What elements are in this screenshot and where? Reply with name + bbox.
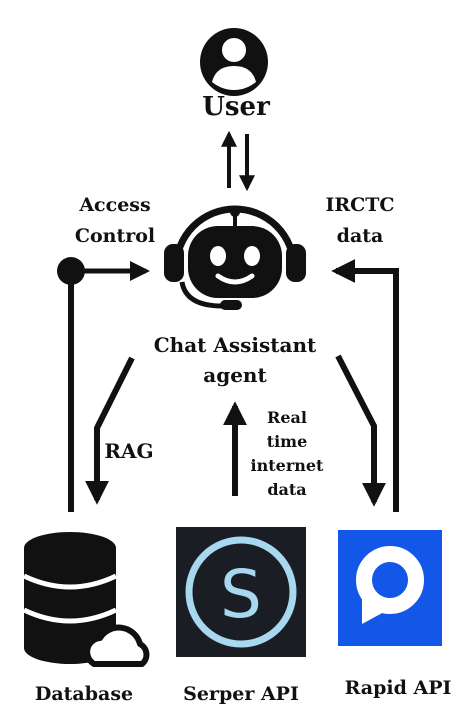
realtime-label-line1: Real [267,408,307,427]
database-label: Database [35,683,133,705]
serper-label: Serper API [183,683,299,705]
agent-label-line2: agent [203,363,267,387]
access-control-connector [57,257,150,512]
rag-arrow [85,356,135,505]
rapid-api-label: Rapid API [345,677,452,699]
irctc-label-line1: IRCTC [325,194,394,216]
user-agent-arrows [221,130,255,192]
serper-logo-letter: S [220,556,262,633]
rapid-api-arrow [335,354,386,507]
rapidapi-logo-icon [338,530,442,646]
irctc-data-arrow [331,259,399,512]
database-cloud-icon [22,532,150,667]
agent-label-line1: Chat Assistant [154,333,317,357]
realtime-label-line2: time [267,432,308,451]
realtime-label-line4: data [267,480,306,499]
realtime-label-line3: internet [251,456,325,475]
rag-label: RAG [104,439,153,463]
robot-headset-icon [164,205,306,310]
serper-logo-icon: S [176,527,306,657]
user-avatar-icon [200,28,268,96]
access-control-label-line1: Access [78,194,150,216]
access-control-label-line2: Control [75,225,155,247]
irctc-label-line2: data [337,225,384,247]
user-label: User [202,92,270,122]
